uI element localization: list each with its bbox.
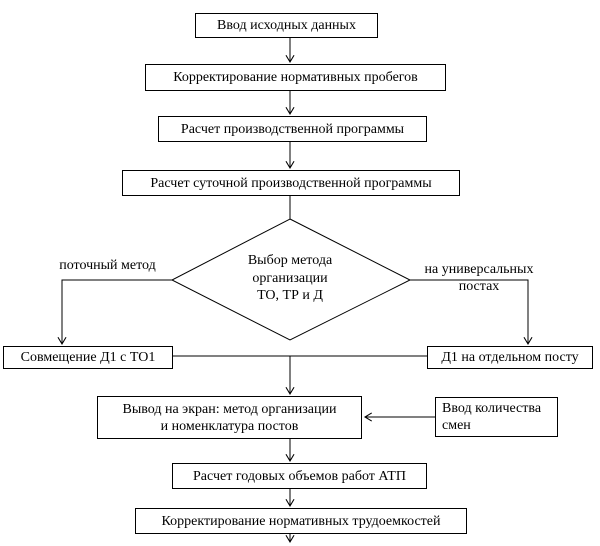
edge-label-left-branch: поточный метод bbox=[59, 258, 156, 273]
node-d1-separate-post-label: Д1 на отдельном посту bbox=[441, 350, 579, 365]
node-combine-d1-to1: Совмещение Д1 с ТО1 bbox=[3, 346, 173, 369]
node-calc-program: Расчет производственной программы bbox=[158, 116, 427, 142]
node-correct-labor-norms-label: Корректирование нормативных трудоемкосте… bbox=[161, 513, 441, 529]
connector-branch-left bbox=[62, 279, 172, 344]
node-calc-daily-program: Расчет суточной производственной програм… bbox=[122, 170, 460, 196]
node-input-data: Ввод исходных данных bbox=[195, 13, 378, 38]
node-d1-separate-post: Д1 на отдельном посту bbox=[427, 346, 593, 369]
node-input-shifts: Ввод количества смен bbox=[435, 397, 558, 437]
node-screen-output-label: Вывод на экран: метод организации и номе… bbox=[122, 401, 337, 434]
node-calc-annual-volumes: Расчет годовых объемов работ АТП bbox=[172, 463, 427, 489]
edge-label-right-branch: на универсальных постах bbox=[424, 262, 534, 294]
decision-diamond-shape bbox=[170, 218, 412, 341]
decision-diamond-label: Выбор метода организации ТО, ТР и Д bbox=[247, 253, 333, 303]
node-input-data-label: Ввод исходных данных bbox=[217, 18, 356, 33]
node-screen-output: Вывод на экран: метод организации и номе… bbox=[97, 396, 362, 439]
node-calc-daily-program-label: Расчет суточной производственной програм… bbox=[150, 175, 432, 191]
connector-branch-right bbox=[410, 279, 528, 344]
node-calc-program-label: Расчет производственной программы bbox=[180, 121, 405, 137]
node-correct-mileage: Корректирование нормативных пробегов bbox=[145, 64, 446, 91]
node-correct-labor-norms: Корректирование нормативных трудоемкосте… bbox=[135, 508, 467, 534]
node-correct-mileage-label: Корректирование нормативных пробегов bbox=[173, 70, 418, 85]
node-input-shifts-label: Ввод количества смен bbox=[442, 401, 542, 433]
node-calc-annual-volumes-label: Расчет годовых объемов работ АТП bbox=[193, 468, 406, 484]
node-combine-d1-to1-label: Совмещение Д1 с ТО1 bbox=[20, 350, 156, 365]
